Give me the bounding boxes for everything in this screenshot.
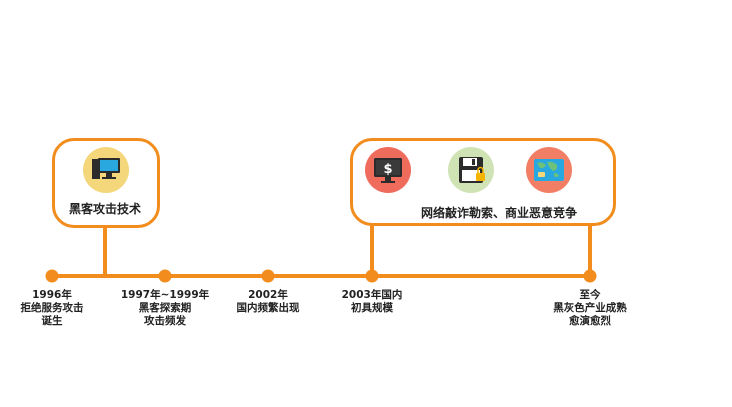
- milestone-label-1996: 1996年 拒绝服务攻击 诞生: [12, 289, 92, 328]
- milestone-dot-1997: [158, 269, 172, 283]
- box-hacker-techniques-title: 黑客攻击技术: [69, 202, 142, 216]
- world-map-card-icon: [526, 147, 572, 193]
- milestone-dot-2003: [365, 269, 379, 283]
- milestone-1996-line3: 诞生: [41, 315, 63, 327]
- computer-icon: [83, 147, 129, 193]
- milestone-label-now: 至今 黑灰色产业成熟 愈演愈烈: [545, 289, 635, 328]
- milestone-label-2002: 2002年 国内频繁出现: [228, 289, 308, 315]
- box-hacker-techniques: 黑客攻击技术: [52, 138, 160, 228]
- milestone-2002-line1: 2002年: [248, 289, 288, 301]
- svg-text:$: $: [383, 162, 392, 177]
- milestone-2002-line2: 国内频繁出现: [236, 302, 300, 314]
- dollar-monitor-icon: $: [365, 147, 411, 193]
- milestone-1997-line1: 1997年~1999年: [120, 289, 210, 301]
- milestone-2003-line1: 2003年国内: [341, 289, 403, 301]
- floppy-disk-lock-icon: [448, 147, 494, 193]
- milestone-label-2003: 2003年国内 初具规模: [332, 289, 412, 315]
- milestone-label-1997: 1997年~1999年 黑客探索期 攻击频发: [115, 289, 215, 328]
- milestone-now-line2: 黑灰色产业成熟: [553, 302, 627, 314]
- milestone-dot-1996: [45, 269, 59, 283]
- milestone-1996-line1: 1996年: [32, 289, 72, 301]
- milestone-dot-now: [583, 269, 597, 283]
- box-cybercrime-title: 网络敲诈勒索、商业恶意竞争: [421, 206, 578, 220]
- milestone-1997-line3: 攻击频发: [144, 315, 186, 327]
- milestone-dot-2002: [261, 269, 275, 283]
- milestone-now-line3: 愈演愈烈: [569, 315, 611, 327]
- milestone-now-line1: 至今: [579, 289, 601, 301]
- milestone-1996-line2: 拒绝服务攻击: [20, 302, 84, 314]
- milestone-2003-line2: 初具规模: [351, 302, 393, 314]
- milestone-1997-line2: 黑客探索期: [138, 302, 192, 314]
- box-cybercrime: $ 网络敲诈勒索、商业恶意竞争: [350, 138, 616, 226]
